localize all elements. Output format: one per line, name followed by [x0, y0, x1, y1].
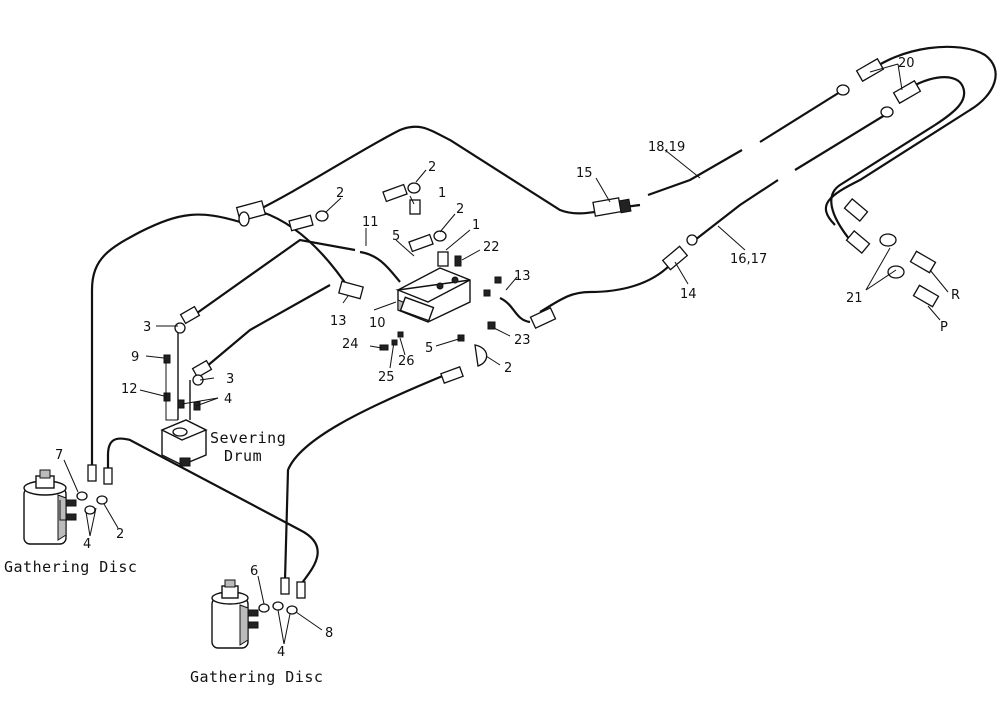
callout-12: 12: [121, 382, 138, 397]
callout-18-19: 18,19: [648, 140, 685, 155]
callout-5: 5: [392, 229, 400, 244]
callout-2: 2: [456, 202, 464, 217]
callout-10: 10: [369, 316, 386, 331]
fitting-top-left: [235, 200, 267, 227]
callout-1: 1: [438, 186, 446, 201]
fitting-14: [661, 234, 698, 271]
callout-14: 14: [680, 287, 697, 302]
fitting-13-right: [499, 297, 557, 329]
fittings-upper-2: [288, 182, 462, 267]
callout-20: 20: [898, 56, 915, 71]
callout-9: 9: [131, 350, 139, 365]
fitting-21-group: [843, 198, 940, 308]
fittings-drum-side: [163, 305, 213, 411]
hose-11: [359, 250, 401, 283]
hose-gather-bottom: [283, 373, 446, 581]
hose-18-19-b: [759, 91, 841, 143]
hose-top-to-valve: [261, 210, 351, 291]
fitting-2-lower: [440, 344, 488, 384]
callout-25: 25: [378, 370, 395, 385]
callout-3: 3: [226, 372, 234, 387]
callout-labels: 2 1 2 2 1 11 5 22 15 18,19 16,17 14 20 2…: [55, 56, 960, 660]
callout-3: 3: [143, 320, 151, 335]
hose-20-inner: [830, 76, 966, 241]
gathering-disc-motor-bottom: [211, 577, 306, 649]
callout-2: 2: [504, 361, 512, 376]
hose-16-17-a: [694, 179, 779, 241]
callout-13: 13: [330, 314, 347, 329]
callout-4: 4: [224, 392, 232, 407]
hose-16-17-b: [794, 114, 886, 171]
gathering-disc-caption-left: Gathering Disc: [4, 558, 137, 576]
callout-8: 8: [325, 626, 333, 641]
gathering-disc-motor-left: [23, 464, 113, 545]
callout-11: 11: [362, 215, 379, 230]
callout-2: 2: [336, 186, 344, 201]
callout-1: 1: [472, 218, 480, 233]
callout-P: P: [940, 320, 948, 335]
callout-23: 23: [514, 333, 531, 348]
hose-gather-left-b: [106, 437, 319, 591]
severing-drum-motor: [160, 419, 208, 467]
callout-21: 21: [846, 291, 863, 306]
severing-drum-caption: Severing: [210, 429, 286, 447]
gathering-disc-caption-bottom: Gathering Disc: [190, 668, 323, 686]
callout-4: 4: [83, 537, 91, 552]
hose-18-19-a: [647, 149, 743, 197]
callout-24: 24: [342, 337, 359, 352]
leader-lines: [59, 63, 949, 645]
callout-2: 2: [116, 527, 124, 542]
fitting-20a: [836, 57, 885, 96]
callout-R: R: [951, 288, 960, 303]
callout-6: 6: [250, 564, 258, 579]
component-captions: Severing Drum Gathering Disc Gathering D…: [4, 429, 323, 686]
callout-5: 5: [425, 341, 433, 356]
hose-14: [539, 264, 671, 313]
callout-15: 15: [576, 166, 593, 181]
valve-block: [338, 267, 502, 351]
fitting-20b: [880, 79, 922, 118]
hose-gather-left-a: [90, 213, 241, 468]
callout-4: 4: [277, 645, 285, 660]
callout-2: 2: [428, 160, 436, 175]
hose-3-lower: [199, 284, 331, 373]
callout-26: 26: [398, 354, 415, 369]
hose-3-upper: [189, 238, 356, 319]
hose-top-loop: [247, 125, 641, 216]
callout-16-17: 16,17: [730, 252, 767, 267]
callout-22: 22: [483, 240, 500, 255]
fitting-15: [592, 197, 632, 217]
callout-7: 7: [55, 448, 63, 463]
severing-drum-caption-2: Drum: [224, 447, 262, 465]
callout-13: 13: [514, 269, 531, 284]
